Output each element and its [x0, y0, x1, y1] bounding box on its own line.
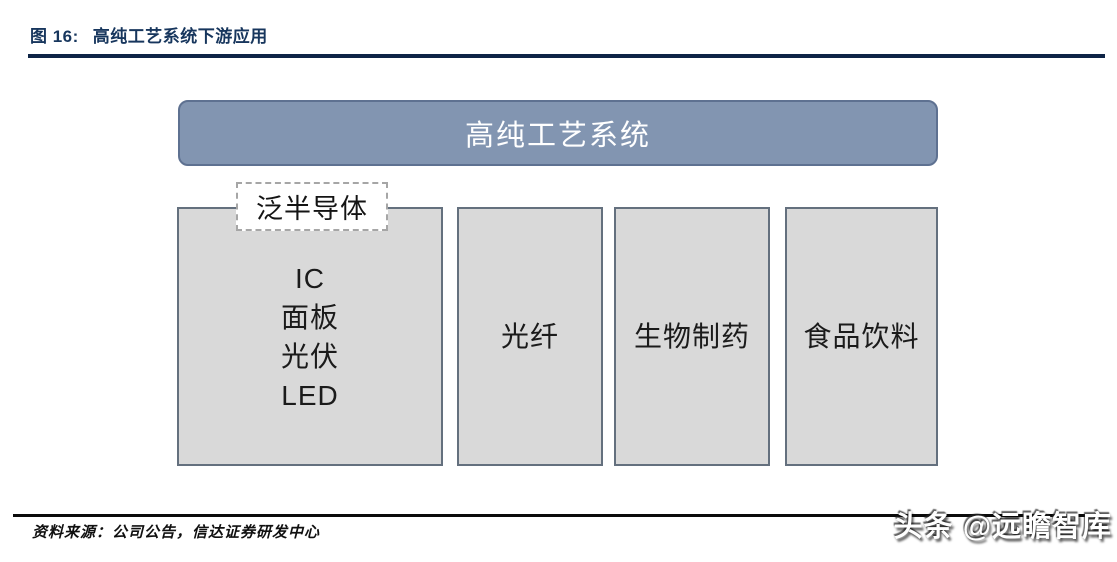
- application-box-pan-semiconductor: IC 面板 光伏 LED: [177, 207, 443, 466]
- source-attribution: 资料来源：公司公告，信达证券研发中心: [32, 525, 321, 541]
- application-label-line: LED: [281, 379, 339, 411]
- application-label-line: 面板: [280, 301, 339, 333]
- pan-semiconductor-tag: 泛半导体: [236, 182, 388, 231]
- application-box-optical-fiber: 光纤: [457, 207, 603, 466]
- title-rule-divider: [28, 54, 1105, 58]
- application-label-line: IC: [295, 262, 325, 294]
- figure-caption: 图 16: 高纯工艺系统下游应用: [30, 22, 268, 47]
- application-label-line: 食品饮料: [803, 321, 920, 352]
- figure-title: 高纯工艺系统下游应用: [92, 27, 268, 46]
- diagram-root-node: 高纯工艺系统: [178, 100, 938, 166]
- figure-number-label: 图 16:: [30, 27, 79, 46]
- application-box-food-beverage: 食品饮料: [785, 207, 938, 466]
- toutiao-watermark: 头条 @远瞻智库: [893, 511, 1112, 543]
- application-box-biopharma: 生物制药: [614, 207, 770, 466]
- footer-rule-divider: [13, 514, 1090, 517]
- application-label-line: 生物制药: [633, 321, 750, 352]
- application-label-line: 光纤: [500, 321, 559, 352]
- application-label-line: 光伏: [280, 340, 339, 372]
